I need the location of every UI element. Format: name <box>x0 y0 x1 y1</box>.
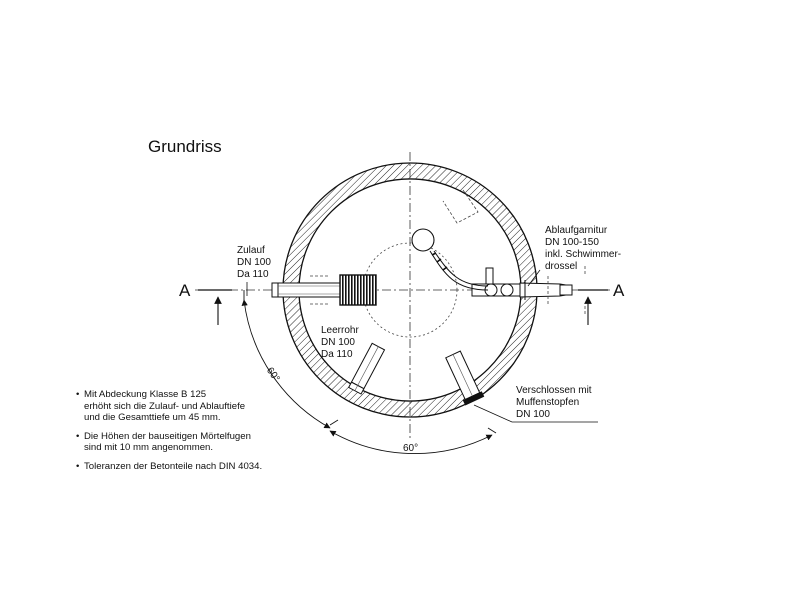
page-title: Grundriss <box>148 137 222 156</box>
section-marker-right: A <box>578 281 625 325</box>
svg-text:Ablaufgarnitur: Ablaufgarnitur <box>545 225 608 236</box>
svg-text:DN 100: DN 100 <box>516 409 550 420</box>
svg-text:Da 110: Da 110 <box>237 269 269 280</box>
outlet-assembly <box>471 266 586 316</box>
svg-text:drossel: drossel <box>545 261 577 272</box>
notes-list: Mit Abdeckung Klasse B 125 erhöht sich d… <box>76 389 336 479</box>
empty-conduit-stub <box>347 342 386 395</box>
svg-text:Da 110: Da 110 <box>321 349 353 360</box>
note-item: Toleranzen der Betonteile nach DIN 4034. <box>76 461 336 473</box>
note-item: Die Höhen der bauseitigen Mörtelfugen si… <box>76 431 336 454</box>
angle-label-bottom: 60° <box>403 443 418 454</box>
float-throttle <box>411 228 489 291</box>
svg-text:Muffenstopfen: Muffenstopfen <box>516 397 579 408</box>
label-verschlossen: Verschlossen mit Muffenstopfen DN 100 <box>516 385 592 420</box>
svg-text:A: A <box>613 281 625 300</box>
leader-ablauf <box>527 269 541 287</box>
svg-text:inkl. Schwimmer-: inkl. Schwimmer- <box>545 249 621 260</box>
leader-verschlossen <box>473 404 598 423</box>
label-leerrohr: Leerrohr DN 100 Da 110 <box>321 325 359 360</box>
inner-opening-outline <box>362 242 458 338</box>
svg-text:Zulauf: Zulauf <box>237 245 265 256</box>
svg-text:DN 100: DN 100 <box>237 257 271 268</box>
angle-dimension-bottom <box>329 427 497 454</box>
label-ablaufgarnitur: Ablaufgarnitur DN 100-150 inkl. Schwimme… <box>545 225 621 272</box>
label-zulauf: Zulauf DN 100 Da 110 <box>237 245 271 280</box>
note-item: Mit Abdeckung Klasse B 125 erhöht sich d… <box>76 389 336 424</box>
svg-text:Verschlossen mit: Verschlossen mit <box>516 385 592 396</box>
svg-text:DN 100: DN 100 <box>321 337 355 348</box>
filter-basket <box>339 274 377 306</box>
svg-text:Leerrohr: Leerrohr <box>321 325 359 336</box>
closed-stub <box>445 350 485 406</box>
section-marker-left: A <box>179 281 232 325</box>
svg-text:DN 100-150: DN 100-150 <box>545 237 599 248</box>
inlet-pipe <box>271 275 343 305</box>
svg-text:A: A <box>179 281 191 300</box>
angle-label-left: 60° <box>264 365 282 384</box>
